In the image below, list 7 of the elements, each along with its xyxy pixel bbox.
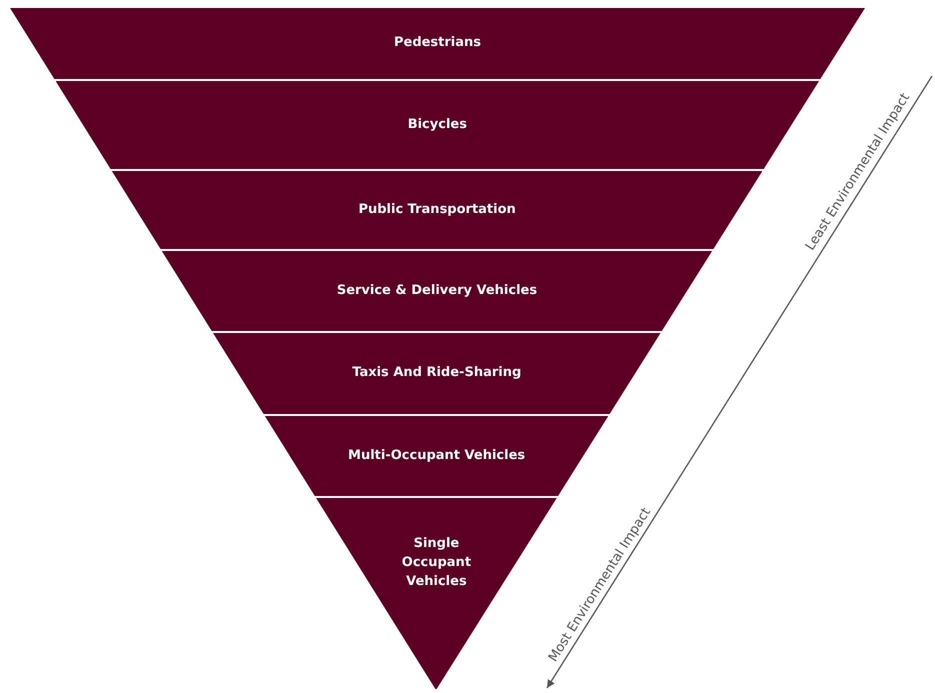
band-label: Public Transportation (358, 200, 516, 219)
band-label: Multi-Occupant Vehicles (348, 446, 526, 465)
band-label: Single Occupant Vehicles (400, 535, 472, 591)
band-label: Taxis And Ride-Sharing (352, 364, 522, 382)
band-label: Bicycles (408, 116, 467, 134)
band-label: Pedestrians (394, 34, 482, 52)
band-label: Service & Delivery Vehicles (336, 282, 538, 300)
